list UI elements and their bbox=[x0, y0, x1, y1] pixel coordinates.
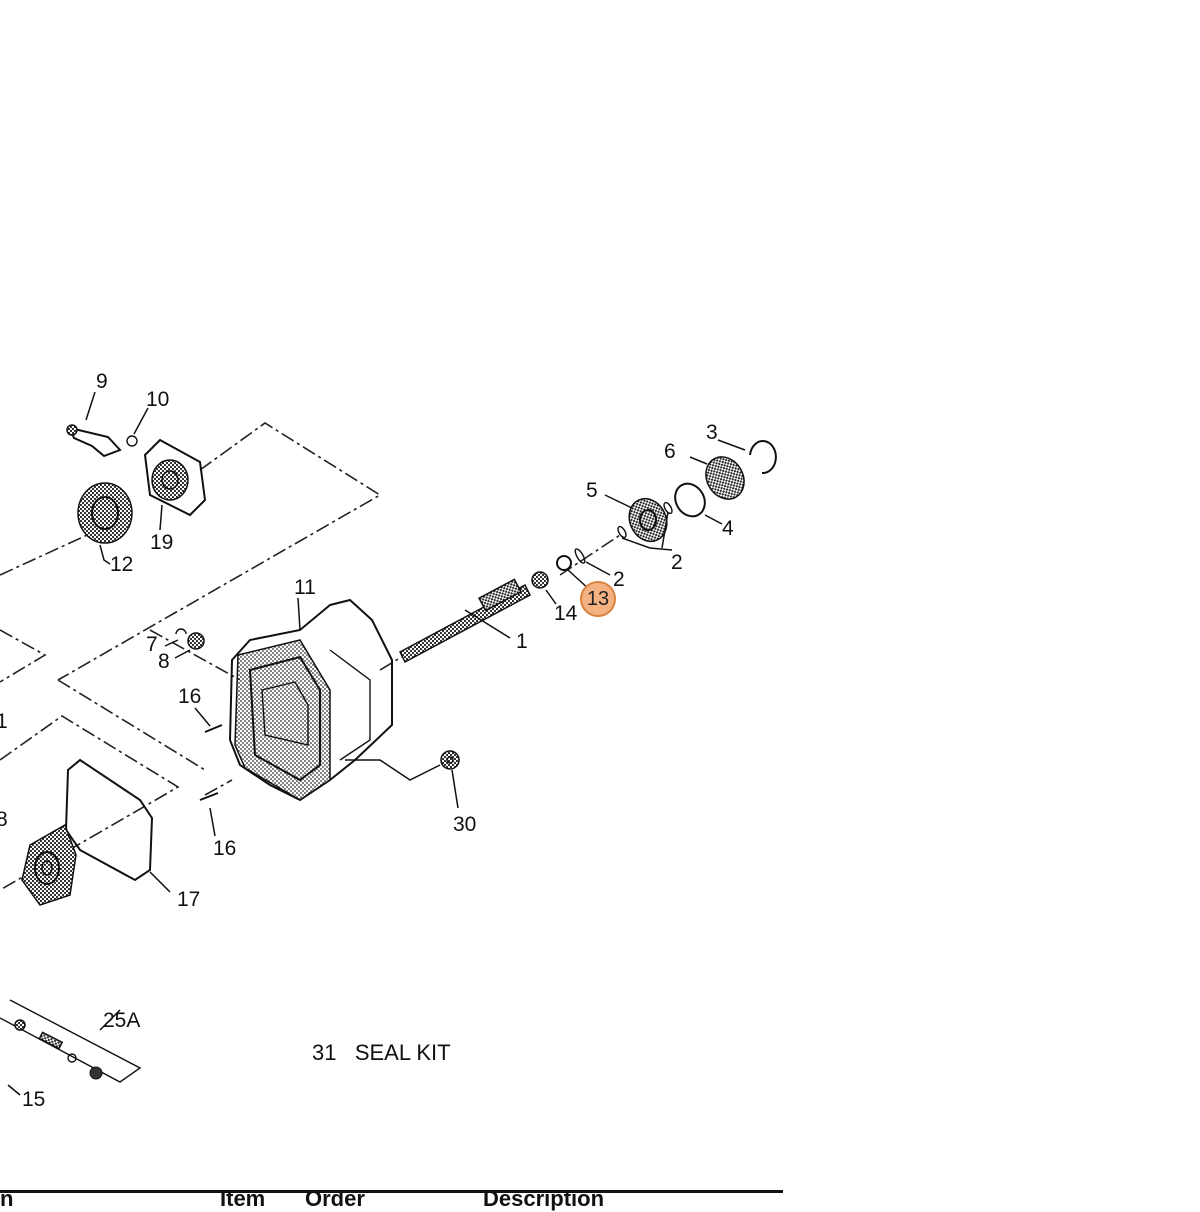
callout-11: 11 bbox=[294, 576, 316, 599]
table-col-description: Description bbox=[483, 1186, 605, 1211]
callout-2-upper: 2 bbox=[671, 551, 683, 574]
callout-1: 1 bbox=[516, 630, 528, 653]
part-2-oring bbox=[574, 501, 673, 564]
callout-17: 17 bbox=[177, 888, 200, 911]
seal-kit-label: 31 SEAL KIT bbox=[312, 1040, 451, 1066]
part-25a-fitting bbox=[0, 999, 142, 1083]
part-12-seal bbox=[77, 482, 133, 544]
seal-kit-item-number: 31 bbox=[312, 1040, 337, 1065]
callout-7: 7 bbox=[146, 633, 158, 656]
part-16-pin-upper bbox=[204, 724, 223, 733]
callout-3: 3 bbox=[706, 421, 718, 444]
assembly-outline-lower bbox=[0, 715, 233, 891]
callout-16-lower: 16 bbox=[213, 837, 236, 860]
callout-4: 4 bbox=[722, 517, 734, 540]
callout-16-upper: 16 bbox=[178, 685, 201, 708]
callout-12: 12 bbox=[110, 553, 133, 576]
part-17-gasket bbox=[64, 758, 154, 882]
part-16-pin-lower bbox=[199, 792, 219, 801]
part-3-retaining-ring bbox=[749, 440, 777, 475]
callout-8: 8 bbox=[158, 650, 170, 673]
part-9-lever bbox=[66, 424, 122, 458]
callout-19: 19 bbox=[150, 531, 173, 554]
part-6-disc bbox=[705, 456, 745, 500]
table-col-order: Order bbox=[305, 1186, 365, 1211]
callout-21-partial: 1 bbox=[0, 710, 8, 733]
callout-25a: 25A bbox=[103, 1009, 140, 1032]
part-11-housing bbox=[228, 598, 441, 802]
parts-table-top-rule bbox=[0, 1190, 783, 1193]
callout-10: 10 bbox=[146, 388, 169, 411]
part-4-oring bbox=[674, 482, 706, 518]
seal-kit-description: SEAL KIT bbox=[354, 1040, 451, 1065]
part-8-plug bbox=[187, 632, 205, 650]
callout-5: 5 bbox=[586, 479, 598, 502]
callout-14: 14 bbox=[554, 602, 578, 625]
part-10-ring bbox=[126, 435, 138, 447]
table-col-partial: n bbox=[0, 1186, 14, 1211]
callout-2-lower: 2 bbox=[613, 568, 625, 591]
callout-13-label: 13 bbox=[586, 587, 610, 610]
part-19-cover bbox=[143, 438, 207, 517]
shaft-axis-line bbox=[149, 534, 621, 681]
part-13-ring bbox=[556, 555, 572, 571]
table-col-item: Item bbox=[220, 1186, 266, 1211]
part-1-shaft bbox=[399, 578, 531, 664]
part-30-washer bbox=[440, 750, 460, 770]
callout-18-partial: 8 bbox=[0, 808, 8, 831]
leader-lines bbox=[7, 391, 746, 1096]
callout-15: 15 bbox=[22, 1088, 45, 1111]
part-5-seal-housing bbox=[628, 497, 668, 543]
callout-6: 6 bbox=[664, 440, 676, 463]
callout-30: 30 bbox=[453, 813, 476, 836]
callout-9: 9 bbox=[96, 370, 108, 393]
part-7-clip bbox=[175, 628, 187, 635]
callout-13-hotspot[interactable]: 13 bbox=[580, 581, 616, 617]
part-18-end-plate bbox=[21, 823, 77, 906]
part-14-bearing bbox=[531, 571, 549, 589]
